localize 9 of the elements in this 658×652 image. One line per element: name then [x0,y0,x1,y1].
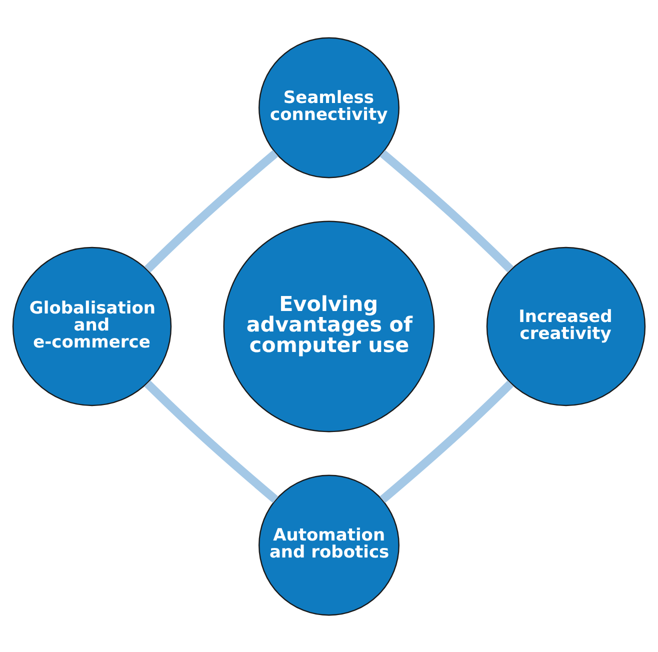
node-circle: Automation and robotics [258,474,400,616]
node-circle: Increased creativity [486,246,646,406]
node-circle: Seamless connectivity [258,36,400,178]
node-circle: Globalisation and e-commerce [12,246,172,406]
connector [380,380,514,502]
connector [144,150,278,272]
connector [380,150,514,272]
node-circle: Evolving advantages of computer use [223,220,435,432]
connector [144,380,278,502]
